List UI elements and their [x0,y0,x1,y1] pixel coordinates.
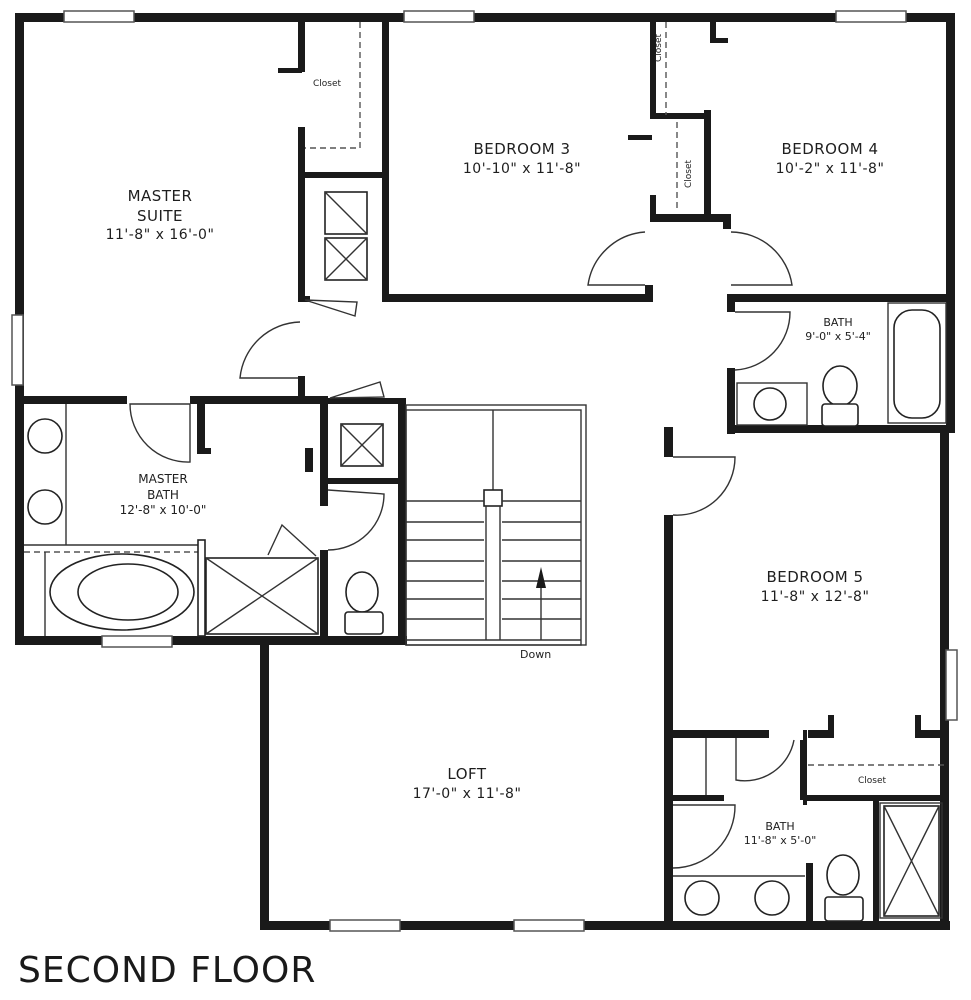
stair-direction-label: Down [520,648,552,661]
room-label-master-bath: MASTER BATH 12'-8" x 10'-0" [120,472,207,519]
closet-label-bed4: Closet [684,159,694,188]
interior-walls [15,22,952,930]
room-name: MASTER [138,472,188,486]
room-label-bedroom3: BEDROOM 3 10'-10" x 11'-8" [463,140,581,178]
room-name: MASTER [127,187,193,205]
door-swings [129,231,807,869]
lower-bath-fixtures [673,738,943,922]
closet-label-master: Closet [313,79,342,89]
closet-label-bed3: Closet [654,33,664,62]
room-name: BATH [147,487,179,502]
room-label-bedroom4: BEDROOM 4 10'-2" x 11'-8" [776,140,885,178]
master-bath-fixtures [24,404,384,637]
linen-boxes [324,191,384,467]
room-name: BEDROOM 3 [473,140,571,158]
room-name: SUITE [136,206,184,225]
upper-bath-fixtures [736,302,947,427]
room-dimensions: 11'-8" x 12'-8" [760,588,870,605]
room-name: BATH [823,316,853,329]
room-name: BATH [765,820,795,833]
room-dimensions: 17'-0" x 11'-8" [412,785,522,802]
room-label-master-suite: MASTER SUITE 11'-8" x 16'-0" [106,187,215,244]
room-label-bedroom5: BEDROOM 5 11'-8" x 12'-8" [761,568,870,606]
room-dimensions: 9'-0" x 5'-4" [805,330,871,344]
room-dimensions: 10'-2" x 11'-8" [775,160,885,177]
room-dimensions: 11'-8" x 5'-0" [743,834,817,848]
room-name: LOFT [447,765,487,783]
closet-label-bed5: Closet [858,776,887,786]
room-dimensions: 12'-8" x 10'-0" [119,503,207,518]
room-label-bath-lower: BATH 11'-8" x 5'-0" [744,820,817,849]
staircase [405,404,587,646]
stair-arrow-icon [536,567,546,588]
closet-rods [24,22,945,766]
room-label-loft: LOFT 17'-0" x 11'-8" [413,765,522,803]
windows [11,10,958,932]
room-name: BEDROOM 5 [766,568,864,586]
floor-title: SECOND FLOOR [18,950,317,991]
room-name: BEDROOM 4 [781,140,879,158]
room-dimensions: 11'-8" x 16'-0" [105,227,215,243]
room-label-bath-upper: BATH 9'-0" x 5'-4" [805,316,871,345]
room-dimensions: 10'-10" x 11'-8" [462,160,582,177]
